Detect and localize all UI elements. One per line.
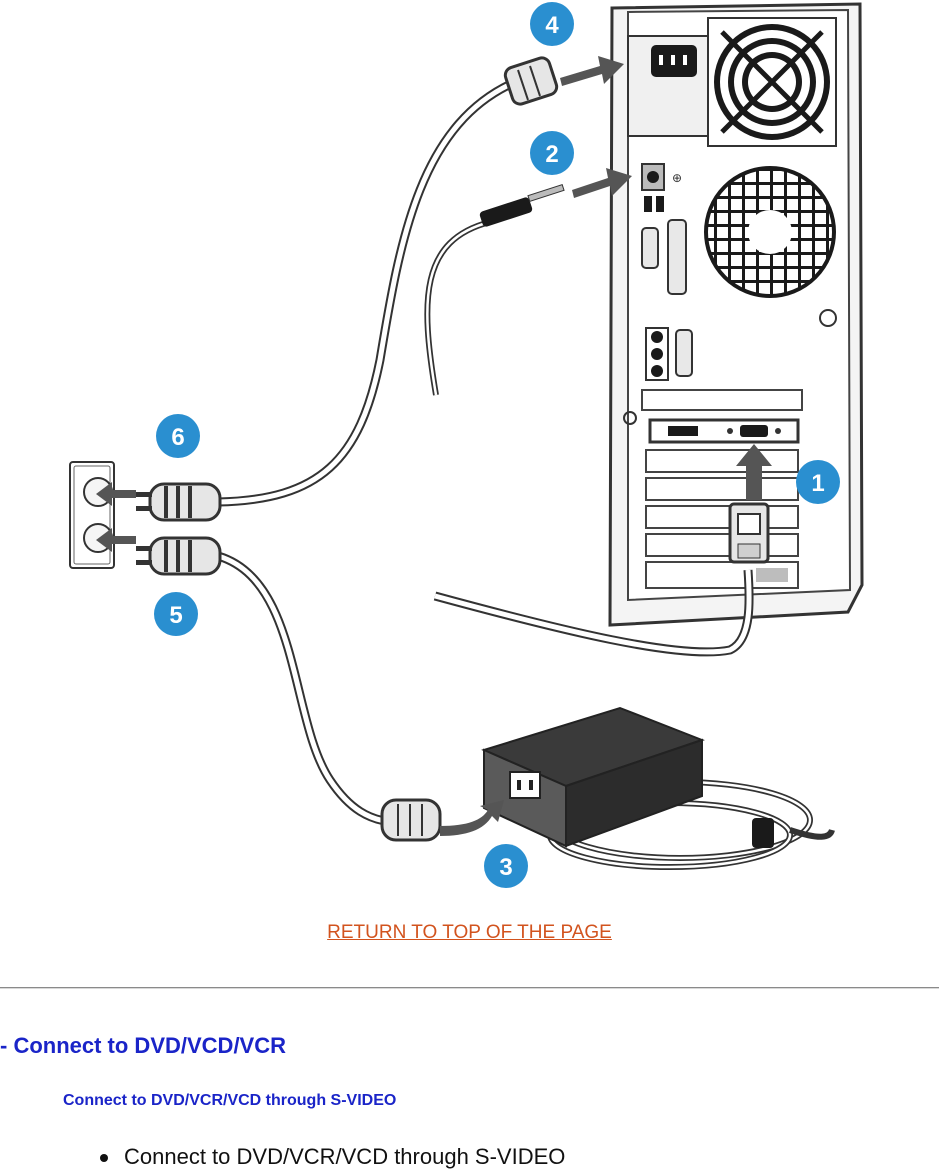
arrow-5 xyxy=(96,528,136,552)
step-badge-1: 1 xyxy=(796,460,840,504)
cables xyxy=(216,75,835,870)
arrow-1 xyxy=(736,444,772,500)
vga-connector xyxy=(728,502,770,564)
arrows xyxy=(96,56,772,836)
step-badge-3: 3 xyxy=(484,844,528,888)
svg-text:2: 2 xyxy=(545,141,558,168)
adapter-plug xyxy=(380,798,442,842)
arrow-3 xyxy=(440,800,504,836)
return-to-top-link[interactable]: RETURN TO TOP OF THE PAGE xyxy=(327,922,612,943)
step-badge-6: 6 xyxy=(156,414,200,458)
power-adapter xyxy=(481,706,774,848)
step-badge-5: 5 xyxy=(154,592,198,636)
audio-plug xyxy=(479,183,565,227)
list-item: Connect to DVD/VCR/VCD through S-VIDEO xyxy=(0,1143,565,1171)
section-divider xyxy=(0,987,939,989)
svg-text:6: 6 xyxy=(171,424,184,451)
power-plug-bottom xyxy=(136,536,222,576)
subsection-title: Connect to DVD/VCR/VCD through S-VIDEO xyxy=(63,1092,397,1109)
svg-text:3: 3 xyxy=(499,854,512,881)
step-badge-2: 2 xyxy=(530,131,574,175)
connection-illustration: ⊕ xyxy=(69,2,864,888)
svg-text:1: 1 xyxy=(811,470,824,497)
arrow-4 xyxy=(560,56,624,86)
bullet-list: Connect to DVD/VCR/VCD through S-VIDEO xyxy=(0,1143,565,1171)
arrow-6 xyxy=(96,482,136,506)
power-plug-top xyxy=(136,482,222,522)
wall-outlet xyxy=(69,461,115,569)
section-title: - Connect to DVD/VCD/VCR xyxy=(0,1033,286,1058)
step-badge-4: 4 xyxy=(530,2,574,46)
svg-text:⊕: ⊕ xyxy=(672,171,682,185)
computer-tower: ⊕ xyxy=(608,2,864,627)
power-connector-top xyxy=(503,56,559,106)
svg-text:4: 4 xyxy=(545,12,559,39)
arrow-2 xyxy=(572,168,632,198)
svg-text:5: 5 xyxy=(169,602,182,629)
